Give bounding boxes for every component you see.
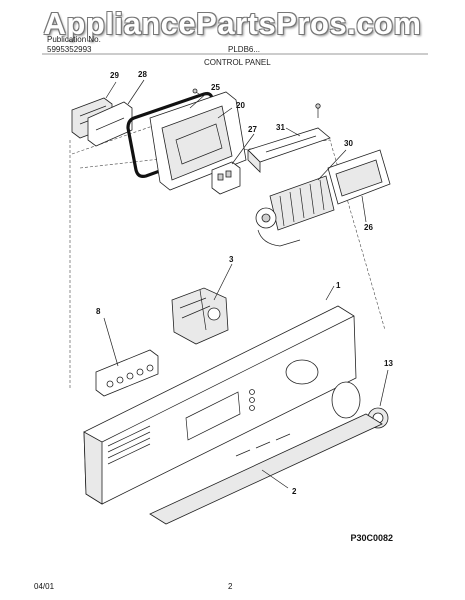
callout-13: 13 <box>384 359 393 368</box>
part-26-insert <box>327 149 391 205</box>
leader-line-20 <box>217 107 233 119</box>
callout-27: 27 <box>248 125 257 134</box>
assembly-guide-line <box>79 139 386 331</box>
callout-1: 1 <box>336 281 341 290</box>
leader-line-13 <box>379 369 389 407</box>
callout-28: 28 <box>138 70 147 79</box>
screw-icon <box>315 103 321 118</box>
part-28-cover <box>87 101 133 147</box>
part-20-frame <box>149 91 247 191</box>
leader-line-2 <box>261 469 289 489</box>
footer-date: 04/01 <box>34 582 55 591</box>
leader-line-29 <box>105 81 117 99</box>
leader-line-26 <box>361 195 367 223</box>
part-8-button-board <box>95 349 159 397</box>
leader-line-31 <box>285 127 301 137</box>
page-number: 2 <box>228 582 233 591</box>
model-number: PLDB6... <box>228 45 261 54</box>
callout-8: 8 <box>96 307 101 316</box>
leader-line-8 <box>103 317 119 367</box>
callout-31: 31 <box>276 123 285 132</box>
part-2-overlay <box>149 413 383 525</box>
section-title: CONTROL PANEL <box>204 58 271 67</box>
callout-25: 25 <box>211 83 220 92</box>
part-27-switch <box>211 161 241 195</box>
part-31-cover <box>247 127 331 173</box>
part-3-timer <box>171 287 229 345</box>
watermark-logo: AppliancePartsPros.com <box>43 6 422 41</box>
callout-30: 30 <box>344 139 353 148</box>
leader-line-3 <box>213 263 233 301</box>
publication-number: 5995352993 <box>47 45 92 54</box>
publication-label: Publication No. <box>47 35 101 44</box>
callout-3: 3 <box>229 255 234 264</box>
leader-line-30 <box>317 149 347 181</box>
leader-line-25 <box>189 91 209 109</box>
callout-20: 20 <box>236 101 245 110</box>
part-1-control-panel <box>83 305 357 505</box>
callout-29: 29 <box>110 71 119 80</box>
screw-icon <box>192 88 203 97</box>
callout-2: 2 <box>292 487 297 496</box>
leader-line-28 <box>127 79 145 105</box>
callout-26: 26 <box>364 223 373 232</box>
part-30-blower <box>255 175 335 247</box>
leader-line-27 <box>231 133 255 165</box>
leader-line-1 <box>325 285 335 301</box>
drawing-code: P30C0082 <box>350 533 393 543</box>
